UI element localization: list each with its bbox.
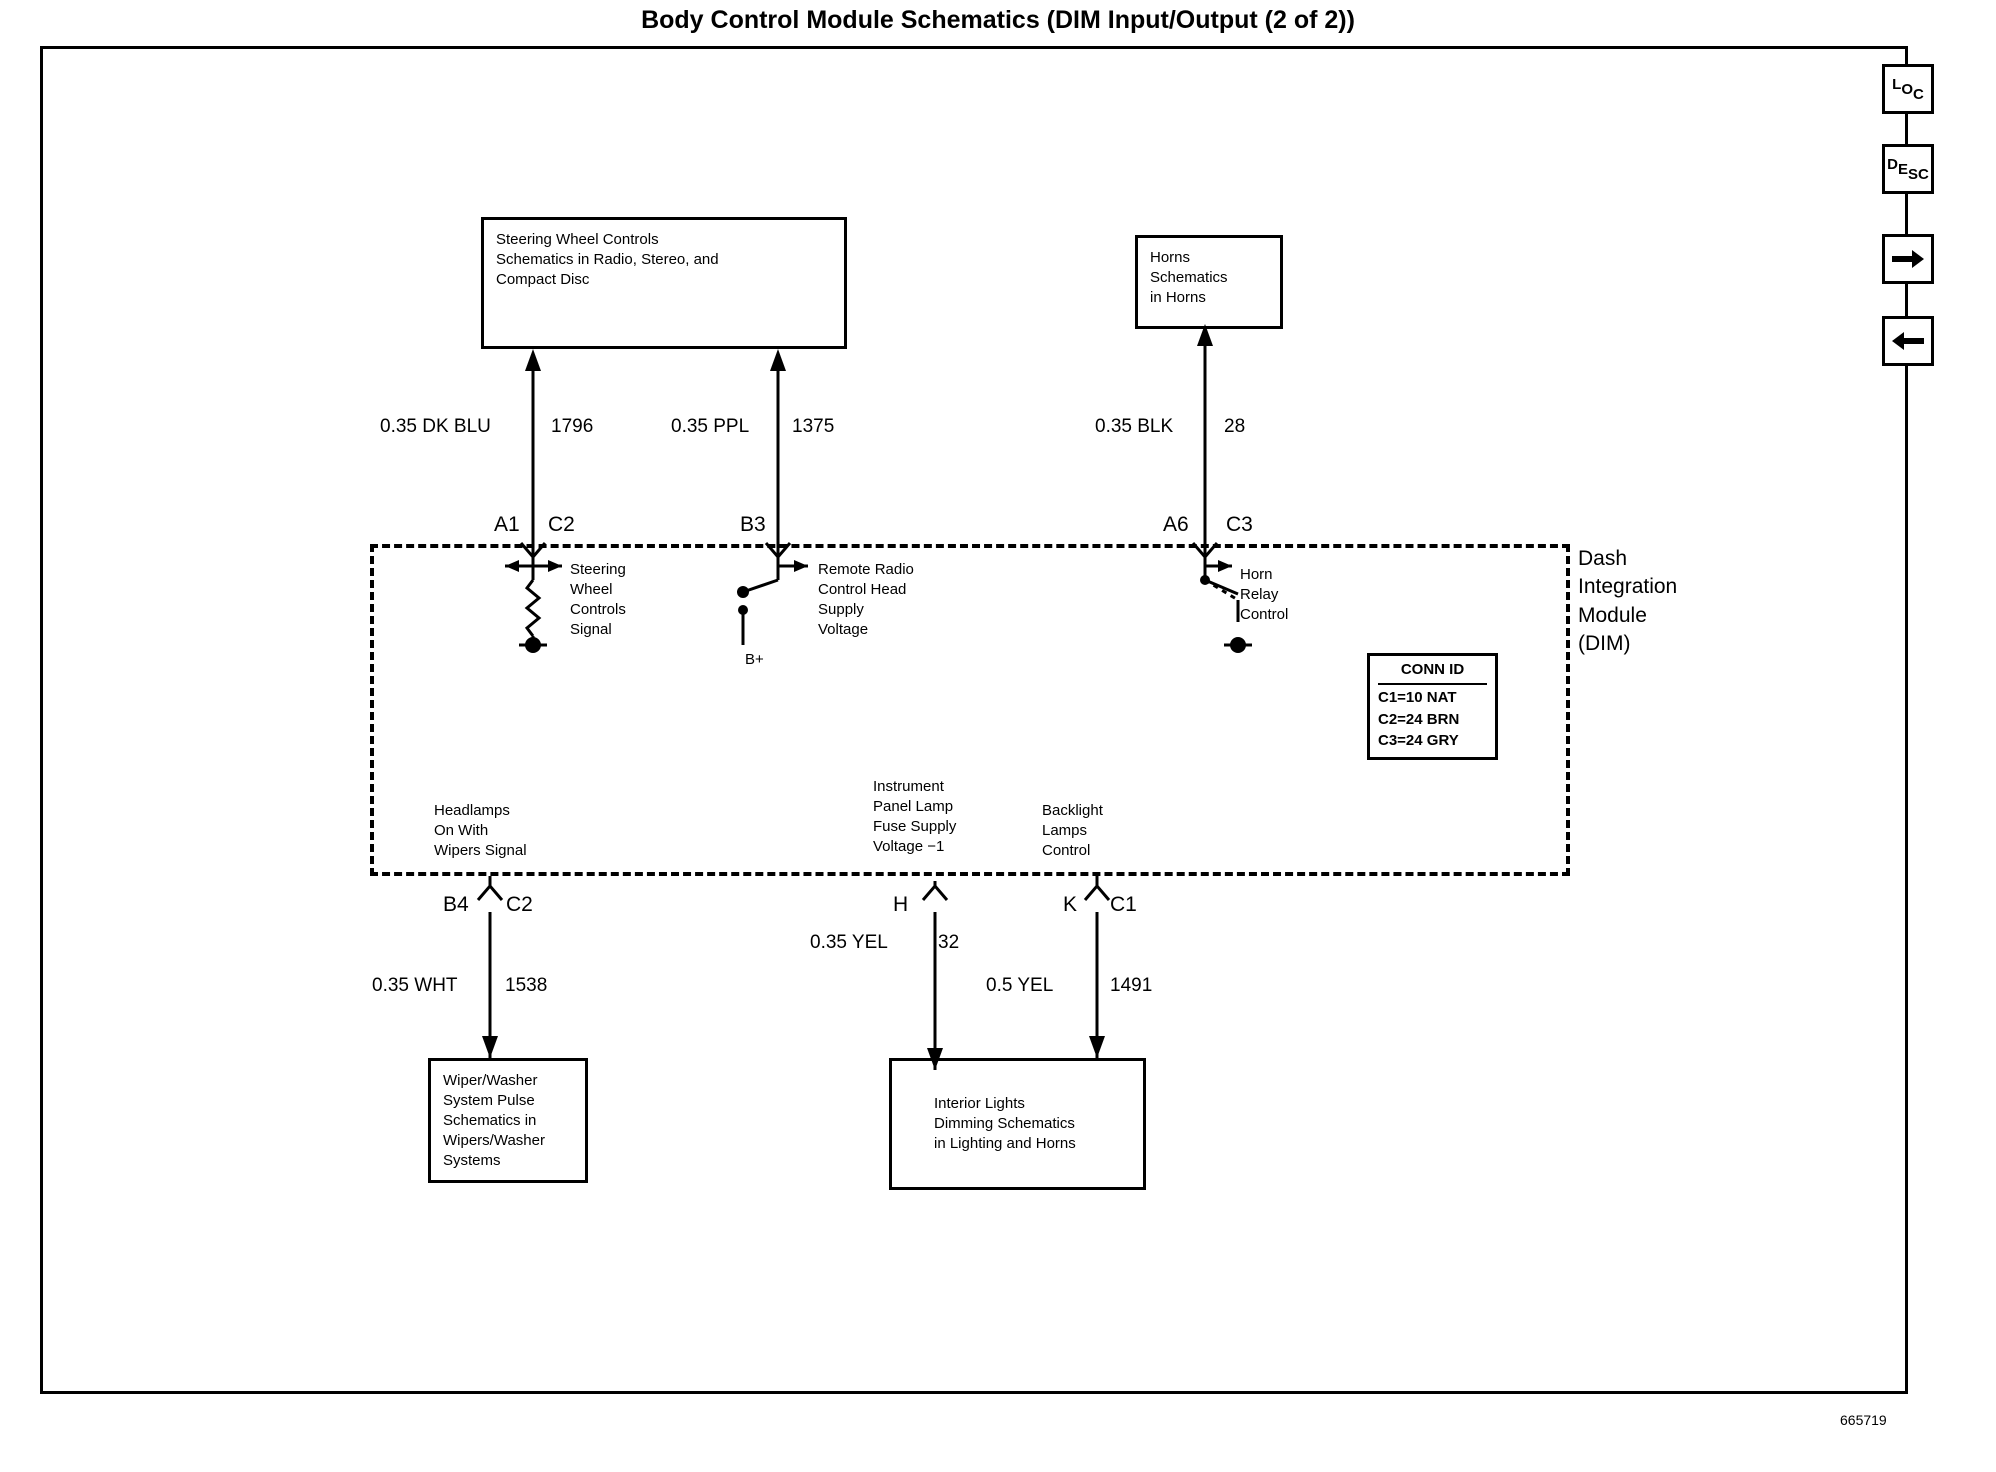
wire-label-yel1491-number: 1491 xyxy=(1110,975,1153,996)
box-wiper-washer-text: Wiper/Washer System Pulse Schematics in … xyxy=(443,1072,545,1169)
wire-label-wht-number: 1538 xyxy=(505,975,548,996)
wire-label-yel32-spec: 0.35 YEL xyxy=(810,932,888,953)
box-interior-lights-text: Interior Lights Dimming Schematics in Li… xyxy=(934,1095,1076,1152)
pin-c1: C1 xyxy=(1110,893,1137,916)
pin-b3: B3 xyxy=(740,513,766,536)
loc-button[interactable]: LOC xyxy=(1882,64,1934,114)
diagram-frame xyxy=(40,46,1908,1394)
pin-c3: C3 xyxy=(1226,513,1253,536)
label-instrument-panel-lamp: Instrument Panel Lamp Fuse Supply Voltag… xyxy=(873,778,957,855)
box-steering-wheel-controls-text: Steering Wheel Controls Schematics in Ra… xyxy=(496,231,719,288)
loc-button-label: LOC xyxy=(1892,75,1924,103)
desc-button[interactable]: DESC xyxy=(1882,144,1934,194)
conn-id-row-c1: C1=10 NAT xyxy=(1378,688,1457,706)
dash-integration-module-label: Dash Integration Module (DIM) xyxy=(1578,547,1678,656)
pin-b4: B4 xyxy=(443,893,469,916)
left-arrow-icon xyxy=(1892,332,1924,350)
wire-label-yel32-number: 32 xyxy=(938,932,960,953)
wire-label-yel1491-spec: 0.5 YEL xyxy=(986,975,1054,996)
pin-a6: A6 xyxy=(1163,513,1189,536)
label-b-plus: B+ xyxy=(745,651,764,668)
wire-label-dk-blu-number: 1796 xyxy=(551,416,594,437)
box-interior-lights[interactable]: Interior Lights Dimming Schematics in Li… xyxy=(889,1058,1146,1190)
right-arrow-icon xyxy=(1892,250,1924,268)
page-title: Body Control Module Schematics (DIM Inpu… xyxy=(641,6,1355,34)
desc-button-label: DESC xyxy=(1887,155,1929,183)
pin-c2-top: C2 xyxy=(548,513,575,536)
next-page-button[interactable] xyxy=(1882,234,1934,284)
pin-k: K xyxy=(1063,893,1078,916)
pin-c2-bottom: C2 xyxy=(506,893,533,916)
box-steering-wheel-controls[interactable]: Steering Wheel Controls Schematics in Ra… xyxy=(481,217,847,349)
label-horn-relay-control: Horn Relay Control xyxy=(1240,566,1289,623)
pin-a1: A1 xyxy=(494,513,520,536)
conn-id-row-c3: C3=24 GRY xyxy=(1378,732,1459,750)
dash-integration-module-boundary xyxy=(370,544,1570,876)
box-horns[interactable]: Horns Schematics in Horns xyxy=(1135,235,1283,329)
box-horns-text: Horns Schematics in Horns xyxy=(1150,249,1228,306)
conn-id-box: CONN ID C1=10 NAT C2=24 BRN C3=24 GRY xyxy=(1367,653,1498,760)
conn-id-header: CONN ID xyxy=(1378,659,1487,685)
wire-label-dk-blu-spec: 0.35 DK BLU xyxy=(380,416,491,437)
wire-label-wht-spec: 0.35 WHT xyxy=(372,975,458,996)
document-number: 665719 xyxy=(1840,1412,1887,1428)
wire-label-ppl-spec: 0.35 PPL xyxy=(671,416,750,437)
wire-label-blk-spec: 0.35 BLK xyxy=(1095,416,1174,437)
conn-id-row-c2: C2=24 BRN xyxy=(1378,710,1460,728)
wire-label-blk-number: 28 xyxy=(1224,416,1246,437)
label-headlamps-on-with-wipers: Headlamps On With Wipers Signal xyxy=(434,802,527,859)
pin-h: H xyxy=(893,893,909,916)
label-steering-wheel-controls-signal: Steering Wheel Controls Signal xyxy=(570,561,626,638)
label-backlight-lamps-control: Backlight Lamps Control xyxy=(1042,802,1103,859)
label-remote-radio-control-head: Remote Radio Control Head Supply Voltage xyxy=(818,561,914,638)
prev-page-button[interactable] xyxy=(1882,316,1934,366)
box-wiper-washer[interactable]: Wiper/Washer System Pulse Schematics in … xyxy=(428,1058,588,1183)
wire-label-ppl-number: 1375 xyxy=(792,416,835,437)
